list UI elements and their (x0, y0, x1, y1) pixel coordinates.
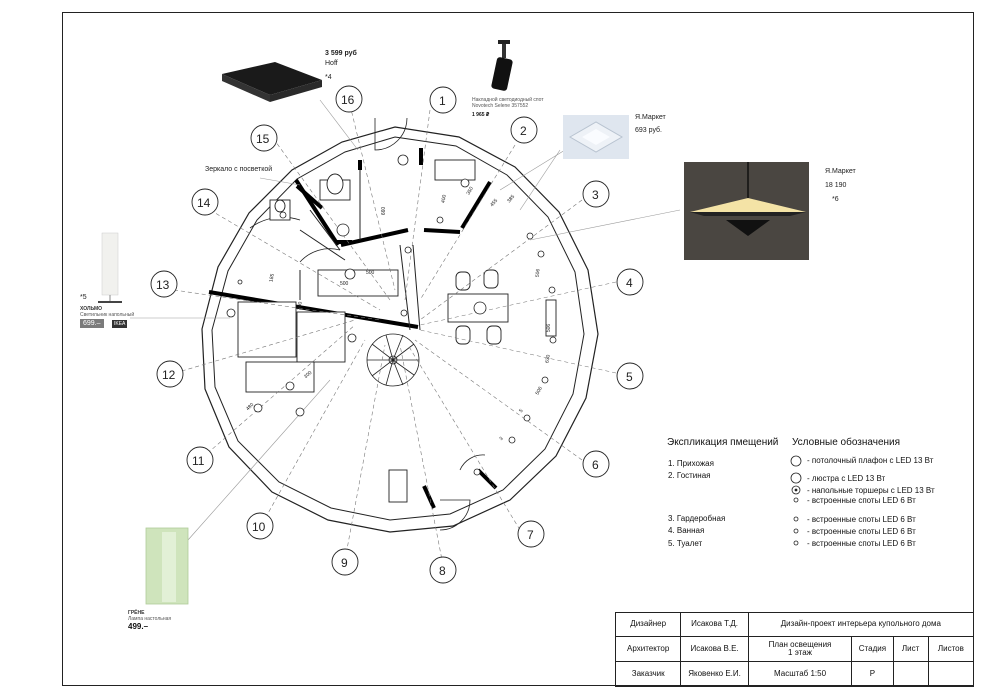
room-4: 4. Ванная (668, 526, 705, 535)
project-title: Дизайн-проект интерьера купольного дома (747, 612, 975, 637)
pendant-shop: Я.Маркет (825, 168, 856, 175)
sheet-title: План освещения 1 этаж (747, 636, 853, 662)
zone-5-label: 5 (626, 370, 633, 384)
hoff-price: 3 599 руб (325, 50, 357, 57)
room-1: 1. Прихожая (668, 459, 714, 468)
legend-item-6: - встроенные споты LED 6 Вт (807, 527, 916, 536)
stage-label: Стадия (851, 636, 894, 662)
zone-9-label: 9 (341, 556, 348, 570)
dim-500b: 500 (366, 270, 375, 276)
legend-symbols (790, 455, 802, 546)
pendant-lamp-image (684, 162, 809, 260)
panel-price: 693 руб. (635, 127, 662, 134)
architect-label: Архитектор (614, 636, 682, 662)
room-2: 2. Гостиная (668, 471, 711, 480)
legend-item-5: - встроенные споты LED 6 Вт (807, 515, 916, 524)
sheet-title-line-2: 1 этаж (788, 648, 812, 657)
zone-16-label: 16 (341, 93, 355, 107)
pendant-price: 18 190 (825, 182, 847, 189)
stage-value: Р (851, 661, 894, 687)
room-5: 5. Туалет (668, 539, 703, 548)
zone-12-label: 12 (162, 368, 176, 382)
drawing-sheet-frame (62, 12, 974, 686)
zone-10-label: 10 (252, 520, 266, 534)
zone-14-label: 14 (197, 196, 211, 210)
zone-4-label: 4 (626, 276, 633, 290)
legend-item-7: - встроенные споты LED 6 Вт (807, 539, 916, 548)
light-fixture-symbols (226, 154, 557, 476)
title-block: Дизайнер Исакова Т.Д. Дизайн-проект инте… (614, 612, 975, 687)
hoff-note: *4 (325, 74, 332, 81)
legend-item-4: - встроенные споты LED 6 Вт (807, 496, 916, 505)
zone-15-label: 15 (256, 132, 270, 146)
ceiling-panel-image (563, 115, 629, 159)
floor-lamp-price: 699.– (80, 319, 104, 328)
spiral-staircase (366, 333, 420, 387)
client-name: Яковенко Е.И. (680, 661, 749, 687)
leader-lines (173, 104, 617, 566)
floor-lamp-image (98, 232, 122, 303)
pendant-note: *6 (832, 196, 839, 203)
legend-item-3: - напольные торшеры с LED 13 Вт (807, 486, 935, 495)
interior-walls (208, 148, 498, 509)
zone-1-label: 1 (439, 94, 446, 108)
floor-lamp-badge: IKEA (112, 320, 128, 328)
spot-caption: Накладной светодиодный спот Novotech Sel… (472, 97, 544, 109)
table-lamp-image (145, 527, 189, 605)
dome-outer-wall (201, 126, 599, 533)
zone-2-label: 2 (520, 124, 527, 138)
dim-506b: 506 (546, 323, 553, 333)
panel-shop: Я.Маркет (635, 114, 666, 121)
floor-lamp-name: ХОЛЬМО (80, 306, 103, 312)
sheet-label: Лист (892, 636, 929, 662)
table-lamp-price: 499.– (128, 622, 149, 631)
legend-item-1: - потолочный плафон с LED 13 Вт (807, 456, 934, 465)
dome-inner-wall (211, 136, 585, 521)
dim-660: 660 (381, 206, 388, 216)
scale: Масштаб 1:50 (747, 661, 853, 687)
zone-6-label: 6 (592, 458, 599, 472)
table-lamp-name: ГРЁНЕ (128, 610, 145, 616)
sheet-title-line-1: План освещения (768, 639, 832, 649)
sheet-value (892, 661, 929, 687)
mirror-label: Зеркало с посветкой (205, 166, 273, 173)
spot-light-image (491, 40, 513, 91)
zone-7-label: 7 (527, 528, 534, 542)
legend-item-2: - люстра с LED 13 Вт (807, 474, 886, 483)
floor-lamp-desc: Светильник напольный (80, 312, 135, 318)
designer-name: Исакова Т.Д. (680, 612, 749, 637)
spot-price: 1 965 ₽ (472, 112, 490, 118)
hoff-brand: Hoff (325, 60, 338, 67)
legend-title: Условные обозначения (792, 437, 901, 448)
sheets-value (927, 661, 975, 687)
furniture (237, 159, 557, 503)
hoff-ceiling-light-image (222, 62, 322, 102)
zone-11-label: 11 (192, 454, 205, 468)
architect-name: Исакова В.Е. (680, 636, 749, 662)
zone-3-label: 3 (592, 188, 599, 202)
room-3: 3. Гардеробная (668, 514, 726, 523)
zone-8-label: 8 (439, 564, 446, 578)
dim-506a: 506 (534, 268, 542, 278)
floor-lamp-note: *5 (80, 294, 87, 301)
table-lamp-desc: Лампа настольная (128, 616, 172, 622)
zone-13-label: 13 (156, 278, 170, 292)
sheets-label: Листов (927, 636, 975, 662)
client-label: Заказчик (614, 661, 682, 687)
zone-number-circles (150, 85, 644, 584)
explication-title: Экспликация пмещений (667, 437, 779, 448)
designer-label: Дизайнер (614, 612, 682, 637)
dim-500: 500 (340, 281, 349, 287)
